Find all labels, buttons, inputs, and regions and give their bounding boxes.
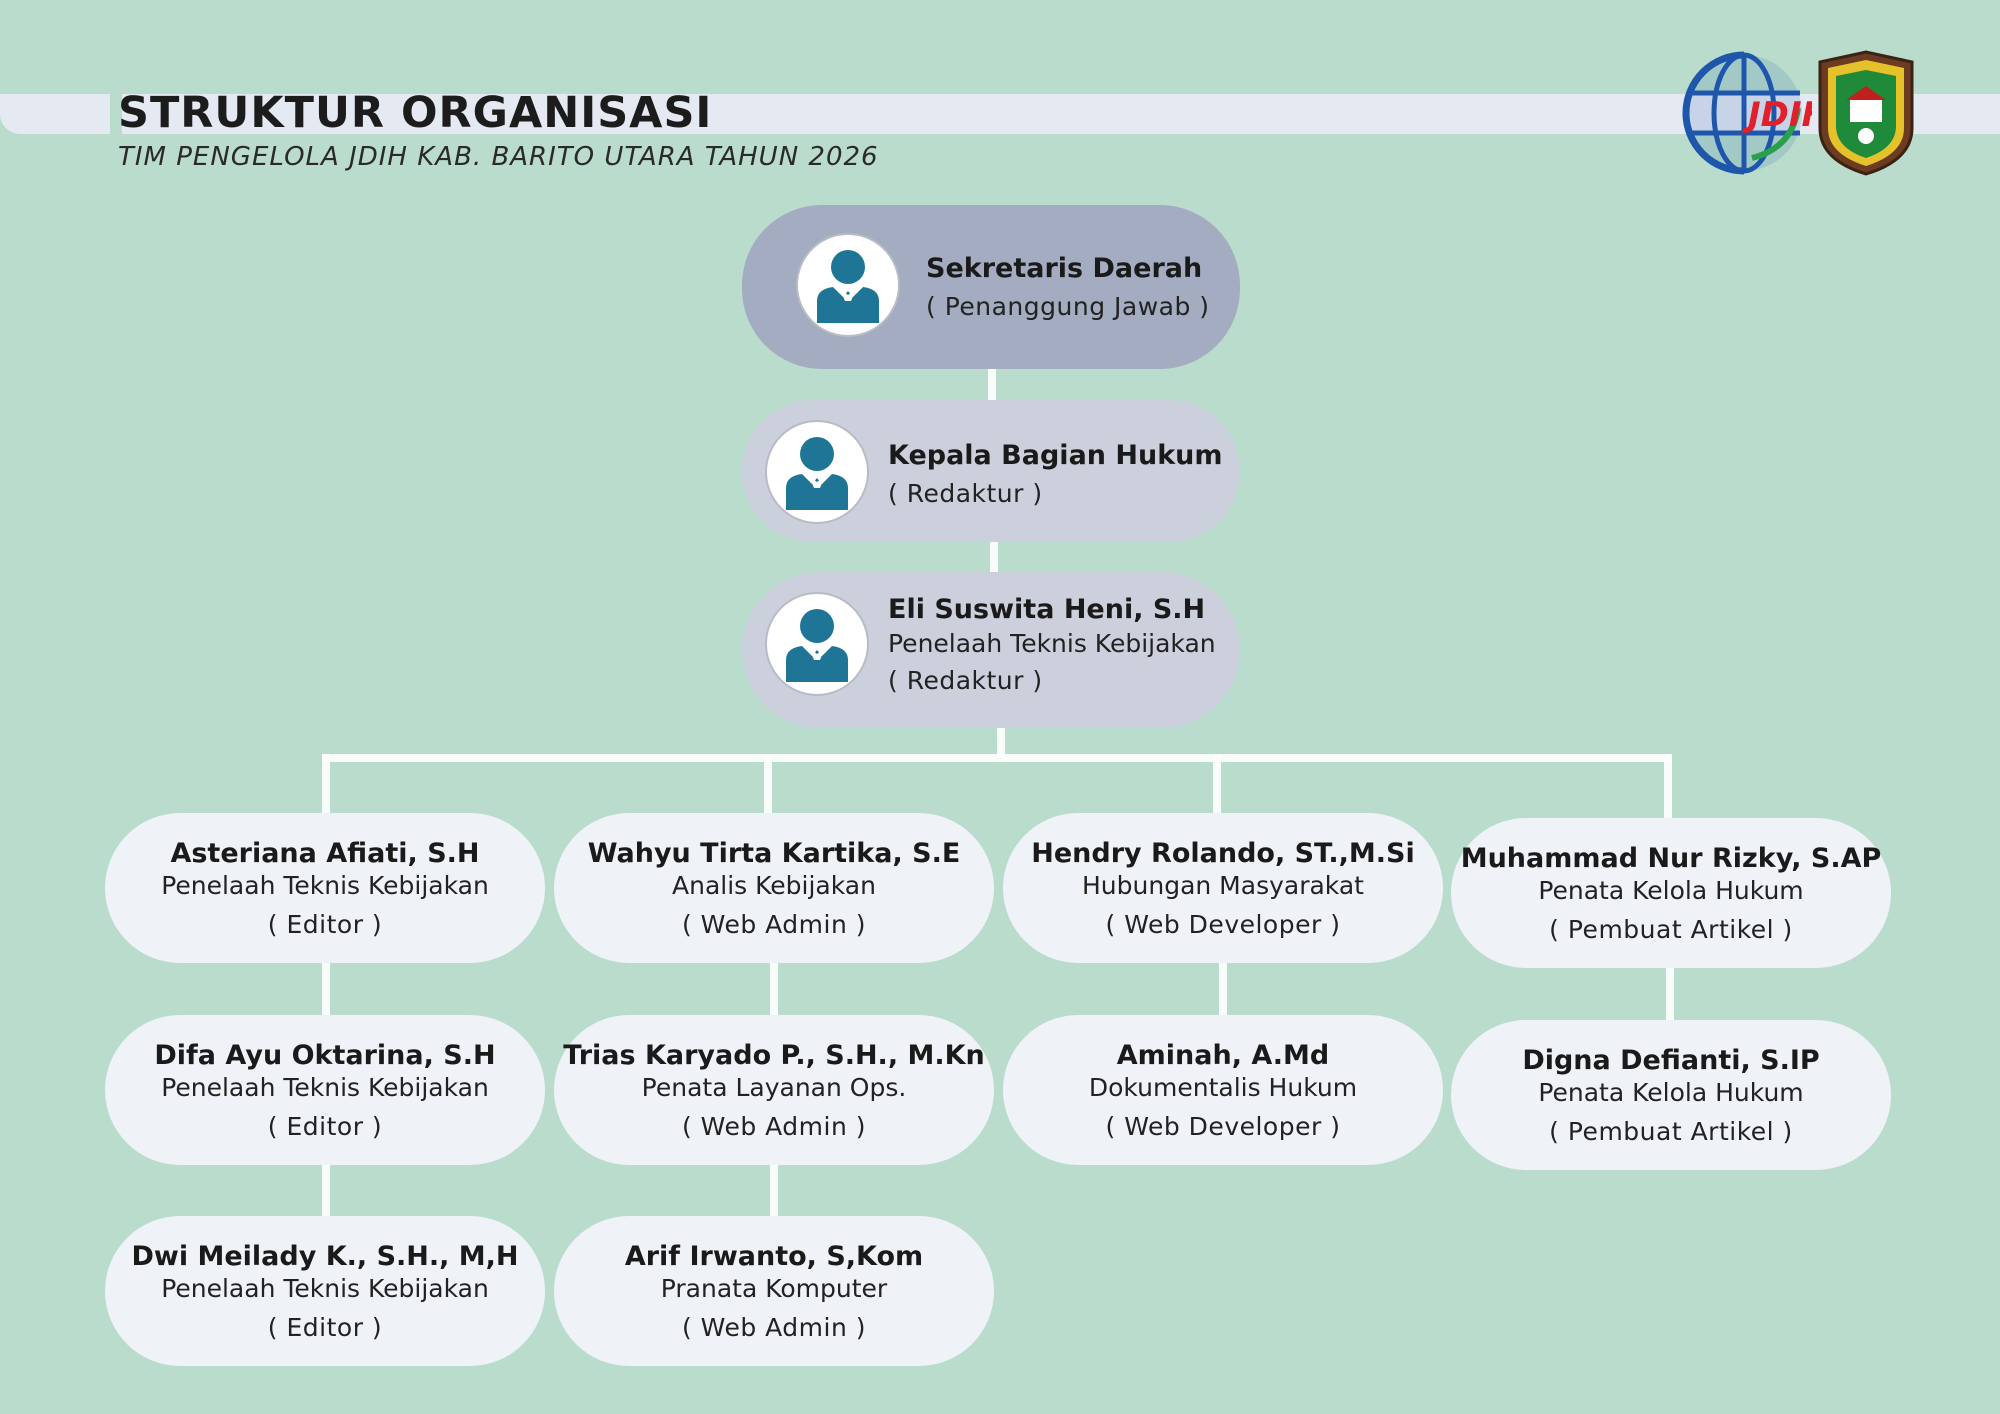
node-role: ( Redaktur ) — [888, 479, 1043, 508]
page-title: STRUKTUR ORGANISASI — [118, 88, 713, 138]
jdih-logo-text: JDIH — [1742, 95, 1812, 135]
connector-line — [1664, 754, 1672, 818]
node-name: Eli Suswita Heni, S.H — [888, 594, 1206, 625]
node-role: ( Pembuat Artikel ) — [1549, 1116, 1793, 1146]
node-text: Eli Suswita Heni, S.H Penelaah Teknis Ke… — [888, 594, 1216, 695]
connector-line — [988, 366, 996, 406]
node-position: Pranata Komputer — [660, 1273, 888, 1303]
connector-line — [1213, 754, 1221, 814]
person-avatar — [796, 233, 900, 337]
node-role: ( Web Admin ) — [681, 1312, 867, 1342]
node-name: Digna Defianti, S.IP — [1522, 1044, 1820, 1076]
node-name: Trias Karyado P., S.H., M.Kn — [563, 1039, 985, 1071]
header-bar-gap — [110, 94, 122, 134]
connector-line — [990, 542, 998, 574]
page-subtitle: TIM PENGELOLA JDIH KAB. BARITO UTARA TAH… — [118, 142, 879, 172]
node-role: ( Editor ) — [267, 909, 383, 939]
node-role: ( Redaktur ) — [888, 666, 1043, 695]
node-role: ( Editor ) — [267, 1312, 383, 1342]
org-node-eli-suswita-heni: Eli Suswita Heni, S.H Penelaah Teknis Ke… — [742, 572, 1240, 728]
node-position: Penelaah Teknis Kebijakan — [888, 629, 1216, 658]
node-name: Kepala Bagian Hukum — [888, 440, 1223, 471]
node-name: Sekretaris Daerah — [926, 253, 1203, 284]
org-node-sekretaris-daerah: Sekretaris Daerah ( Penanggung Jawab ) — [742, 205, 1240, 369]
node-position: Dokumentalis Hukum — [1088, 1072, 1358, 1102]
org-node-muhammad-nur-rizky: Muhammad Nur Rizky, S.AP Penata Kelola H… — [1451, 818, 1891, 968]
node-role: ( Pembuat Artikel ) — [1549, 914, 1793, 944]
node-role: ( Web Developer ) — [1105, 1111, 1341, 1141]
person-avatar — [765, 420, 869, 524]
node-position: Penata Layanan Ops. — [641, 1072, 907, 1102]
node-text: Sekretaris Daerah ( Penanggung Jawab ) — [926, 253, 1210, 321]
org-node-digna-defianti: Digna Defianti, S.IP Penata Kelola Hukum… — [1451, 1020, 1891, 1170]
node-name: Wahyu Tirta Kartika, S.E — [587, 837, 961, 869]
header-bar — [0, 94, 2000, 134]
node-name: Hendry Rolando, ST.,M.Si — [1031, 837, 1415, 869]
node-name: Arif Irwanto, S,Kom — [624, 1240, 924, 1272]
connector-line — [764, 754, 772, 814]
connector-line — [997, 726, 1005, 758]
node-position: Penelaah Teknis Kebijakan — [161, 1273, 489, 1303]
connector-line — [322, 1164, 330, 1218]
person-avatar — [765, 592, 869, 696]
org-node-asteriana-afiati: Asteriana Afiati, S.H Penelaah Teknis Ke… — [105, 813, 545, 963]
node-name: Muhammad Nur Rizky, S.AP — [1460, 842, 1882, 874]
org-node-dwi-meilady: Dwi Meilady K., S.H., M,H Penelaah Tekni… — [105, 1216, 545, 1366]
node-position: Penata Kelola Hukum — [1538, 1077, 1804, 1107]
org-node-trias-karyado: Trias Karyado P., S.H., M.Kn Penata Laya… — [554, 1015, 994, 1165]
node-name: Dwi Meilady K., S.H., M,H — [131, 1240, 519, 1272]
org-node-arif-irwanto: Arif Irwanto, S,Kom Pranata Komputer ( W… — [554, 1216, 994, 1366]
jdih-logo: JDIH — [1682, 51, 1812, 175]
org-node-hendry-rolando: Hendry Rolando, ST.,M.Si Hubungan Masyar… — [1003, 813, 1443, 963]
connector-line — [322, 754, 330, 814]
node-role: ( Web Admin ) — [681, 909, 867, 939]
connector-line — [1219, 962, 1227, 1018]
org-node-wahyu-tirta-kartika: Wahyu Tirta Kartika, S.E Analis Kebijaka… — [554, 813, 994, 963]
node-position: Penelaah Teknis Kebijakan — [161, 870, 489, 900]
connector-line — [322, 962, 330, 1018]
node-position: Analis Kebijakan — [672, 870, 876, 900]
node-name: Difa Ayu Oktarina, S.H — [154, 1039, 496, 1071]
connector-line — [770, 962, 778, 1018]
org-node-difa-ayu-oktarina: Difa Ayu Oktarina, S.H Penelaah Teknis K… — [105, 1015, 545, 1165]
node-role: ( Penanggung Jawab ) — [926, 292, 1210, 321]
regency-crest-logo — [1818, 50, 1914, 176]
node-role: ( Web Admin ) — [681, 1111, 867, 1141]
node-role: ( Web Developer ) — [1105, 909, 1341, 939]
node-role: ( Editor ) — [267, 1111, 383, 1141]
node-name: Aminah, A.Md — [1116, 1039, 1330, 1071]
person-icon — [817, 250, 879, 323]
node-position: Hubungan Masyarakat — [1082, 870, 1364, 900]
person-icon — [786, 437, 848, 510]
org-node-aminah: Aminah, A.Md Dokumentalis Hukum ( Web De… — [1003, 1015, 1443, 1165]
connector-line — [1666, 966, 1674, 1022]
node-position: Penata Kelola Hukum — [1538, 875, 1804, 905]
connector-line — [322, 754, 1672, 762]
person-icon — [786, 609, 848, 682]
node-text: Kepala Bagian Hukum ( Redaktur ) — [888, 440, 1223, 508]
connector-line — [770, 1164, 778, 1218]
node-name: Asteriana Afiati, S.H — [170, 837, 480, 869]
org-node-kepala-bagian-hukum: Kepala Bagian Hukum ( Redaktur ) — [742, 400, 1240, 542]
node-position: Penelaah Teknis Kebijakan — [161, 1072, 489, 1102]
